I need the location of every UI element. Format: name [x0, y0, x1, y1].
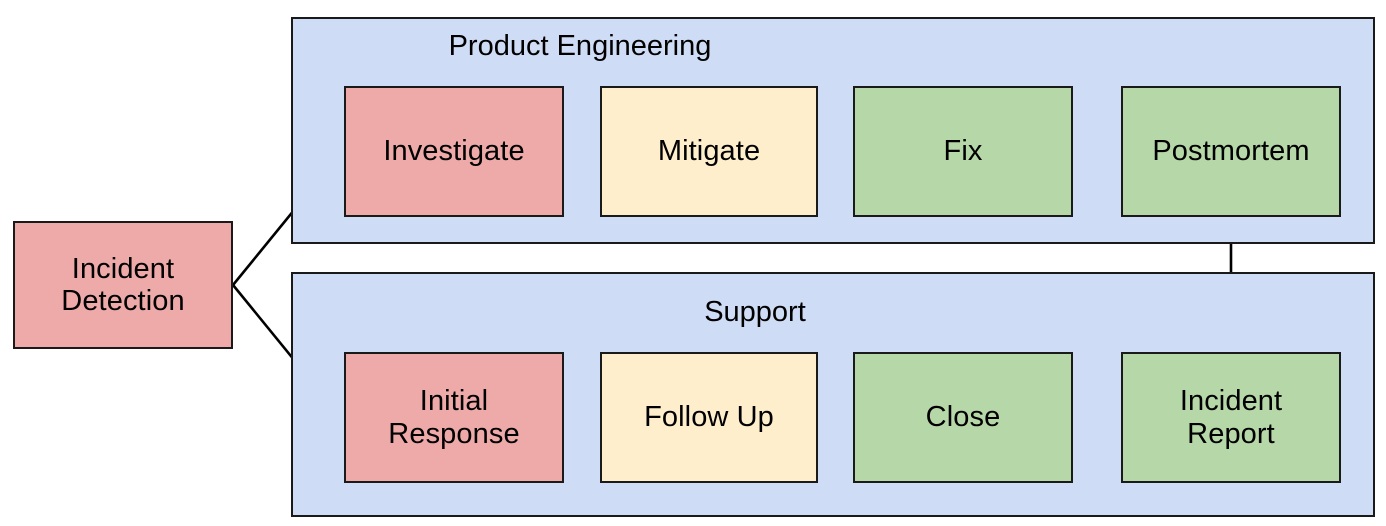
node-incident-report[interactable]: Incident Report [1121, 352, 1341, 483]
node-incident-detection[interactable]: Incident Detection [13, 221, 233, 349]
node-mitigate[interactable]: Mitigate [600, 86, 818, 217]
node-follow-up[interactable]: Follow Up [600, 352, 818, 483]
node-postmortem[interactable]: Postmortem [1121, 86, 1341, 217]
node-fix[interactable]: Fix [853, 86, 1073, 217]
node-close[interactable]: Close [853, 352, 1073, 483]
lane-product-engineering-title: Product Engineering [448, 30, 712, 62]
lane-support-title: Support [704, 296, 806, 328]
node-investigate[interactable]: Investigate [344, 86, 564, 217]
node-initial-response[interactable]: Initial Response [344, 352, 564, 483]
